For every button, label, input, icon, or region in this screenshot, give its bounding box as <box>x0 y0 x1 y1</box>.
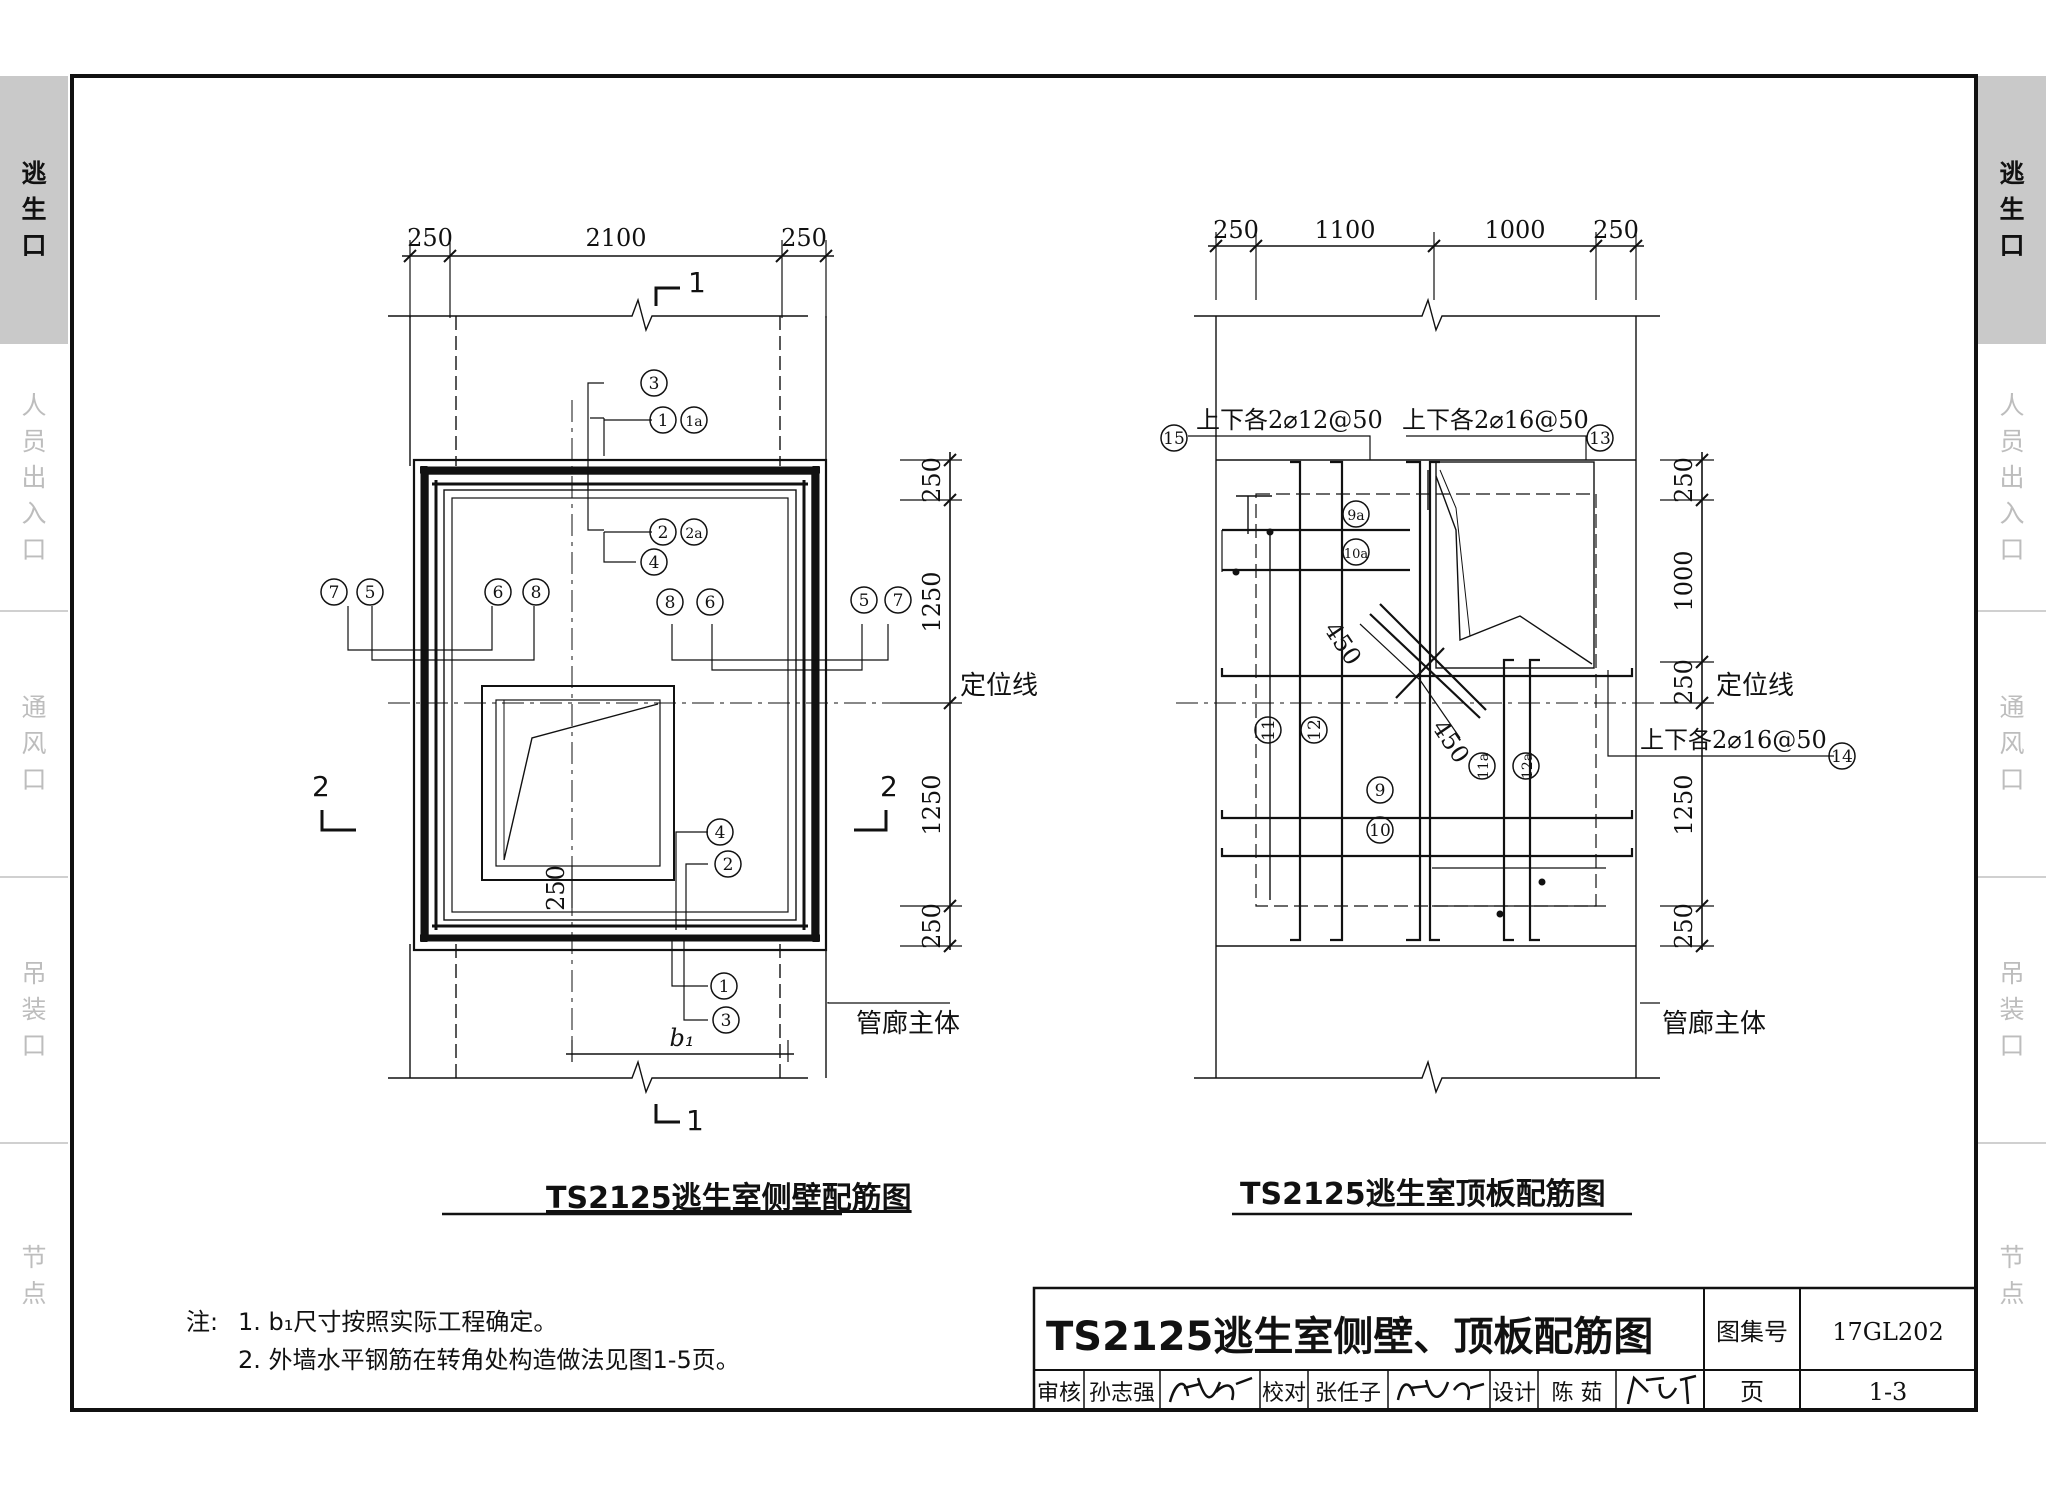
right-dim-top-3: 1000 <box>1484 216 1545 244</box>
sheet-frame <box>70 74 1978 1412</box>
left-tab-node[interactable]: 节点 <box>0 1144 68 1408</box>
notes: 注: 1. b₁尺寸按照实际工程确定。 2. 外墙水平钢筋在转角处构造做法见图1… <box>186 1308 740 1374</box>
right-tab-node[interactable]: 节点 <box>1978 1144 2046 1408</box>
checker-signature <box>1396 1379 1485 1401</box>
right-rebar-13-text: 上下各2⌀16@50 <box>1402 406 1589 434</box>
bar-11a: 11a <box>1476 753 1492 779</box>
left-tab-personnel-entry[interactable]: 人员出入口 <box>0 346 68 610</box>
left-main-body: 管廊主体 <box>856 1009 960 1039</box>
bar-2-inner: 2 <box>723 855 734 875</box>
left-tab-ventilation[interactable]: 通风口 <box>0 612 68 876</box>
left-section-2-left: 2 <box>312 770 330 803</box>
left-dim-right-1: 250 <box>918 457 946 503</box>
bar-15: 15 <box>1163 429 1185 449</box>
notes-label: 注: <box>186 1308 218 1336</box>
bar-6-right: 6 <box>705 593 716 613</box>
bar-3-top: 3 <box>649 374 660 394</box>
bar-9: 9 <box>1375 781 1386 801</box>
bar-13: 13 <box>1589 429 1611 449</box>
note-1: 1. b₁尺寸按照实际工程确定。 <box>238 1308 557 1336</box>
bar-8-left: 8 <box>531 583 542 603</box>
bar-7-left: 7 <box>329 583 340 603</box>
right-dim-right-5: 250 <box>1670 903 1698 949</box>
bar-5-left: 5 <box>365 583 376 603</box>
left-tab-escape[interactable]: 逃生口 <box>0 76 68 344</box>
note-2: 2. 外墙水平钢筋在转角处构造做法见图1-5页。 <box>238 1346 740 1374</box>
right-tab-hoisting[interactable]: 吊装口 <box>1978 878 2046 1142</box>
right-bar-callouts <box>1160 424 1856 844</box>
bar-6-left: 6 <box>493 583 504 603</box>
right-dim-right-4: 1250 <box>1670 774 1698 835</box>
bar-5-right: 5 <box>859 591 870 611</box>
bar-4-inner: 4 <box>715 823 726 843</box>
left-drawing <box>320 240 962 1124</box>
bar-9a: 9a <box>1347 508 1364 524</box>
left-dim-right-3: 1250 <box>918 774 946 835</box>
page-label: 页 <box>1740 1378 1764 1406</box>
bar-7-right: 7 <box>893 591 904 611</box>
bar-8-right: 8 <box>665 593 676 613</box>
bar-10a: 10a <box>1344 547 1369 562</box>
right-dim-top-4: 250 <box>1593 216 1639 244</box>
left-dim-inner: 250 <box>542 865 570 911</box>
right-dim-right-1: 250 <box>1670 457 1698 503</box>
reviewer-name: 孙志强 <box>1089 1381 1155 1406</box>
left-section-2-right: 2 <box>880 770 898 803</box>
title-block-title: TS2125逃生室侧壁、顶板配筋图 <box>1046 1314 1653 1360</box>
right-tab-ventilation[interactable]: 通风口 <box>1978 612 2046 876</box>
bar-3-bottom: 3 <box>721 1011 732 1031</box>
bar-1: 1 <box>658 411 669 431</box>
left-section-1-bottom: 1 <box>686 1104 704 1137</box>
left-dim-right-2: 1250 <box>918 571 946 632</box>
reviewer-signature <box>1168 1376 1253 1403</box>
left-locating-line: 定位线 <box>960 671 1038 701</box>
left-dim-top-1: 250 <box>407 224 453 252</box>
bar-11: 11 <box>1259 719 1279 741</box>
bar-2: 2 <box>658 523 669 543</box>
left-bar-callouts <box>320 369 912 1034</box>
left-tab-hoisting[interactable]: 吊装口 <box>0 878 68 1142</box>
design-label: 设计 <box>1492 1381 1536 1406</box>
signatures <box>1168 1374 1697 1405</box>
right-dim-top-2: 1100 <box>1314 216 1375 244</box>
bar-14: 14 <box>1831 747 1853 767</box>
left-drawing-title: TS2125逃生室侧壁配筋图 <box>546 1181 912 1216</box>
bar-4-top: 4 <box>649 553 660 573</box>
bar-1-bottom: 1 <box>719 977 730 997</box>
bar-12a: 12a <box>1520 753 1536 779</box>
left-section-1-top: 1 <box>688 266 706 299</box>
review-label: 审核 <box>1037 1381 1081 1406</box>
right-rebar-15-text: 上下各2⌀12@50 <box>1196 406 1383 434</box>
left-dim-right-4: 250 <box>918 903 946 949</box>
right-dim-right-2: 1000 <box>1670 550 1698 611</box>
right-tab-escape[interactable]: 逃生口 <box>1978 76 2046 344</box>
bar-1a: 1a <box>685 414 702 430</box>
left-dim-top-3: 250 <box>781 224 827 252</box>
bar-10: 10 <box>1369 821 1391 841</box>
designer-signature <box>1626 1374 1697 1405</box>
title-block <box>1032 1286 1978 1412</box>
right-rebar-14-text: 上下各2⌀16@50 <box>1640 726 1827 754</box>
right-locating-line: 定位线 <box>1716 671 1794 701</box>
bar-12: 12 <box>1305 719 1325 741</box>
right-tab-personnel-entry[interactable]: 人员出入口 <box>1978 346 2046 610</box>
right-drawing <box>1176 232 1834 1095</box>
right-dim-right-3: 250 <box>1670 659 1698 705</box>
atlas-number: 17GL202 <box>1832 1318 1943 1346</box>
bar-2a: 2a <box>685 526 702 542</box>
right-main-body: 管廊主体 <box>1662 1009 1766 1039</box>
page-number: 1-3 <box>1869 1378 1908 1406</box>
left-dim-top-2: 2100 <box>585 224 646 252</box>
right-drawing-title: TS2125逃生室顶板配筋图 <box>1240 1177 1606 1212</box>
left-dim-b1: b₁ <box>670 1024 695 1052</box>
right-dim-diag-2: 450 <box>1426 715 1475 769</box>
designer-name: 陈 茹 <box>1552 1381 1603 1406</box>
right-dim-diag-1: 450 <box>1318 617 1367 671</box>
checker-name: 张任子 <box>1315 1381 1381 1406</box>
right-dim-top-1: 250 <box>1213 216 1259 244</box>
atlas-label: 图集号 <box>1716 1318 1788 1346</box>
check-label: 校对 <box>1262 1381 1306 1406</box>
